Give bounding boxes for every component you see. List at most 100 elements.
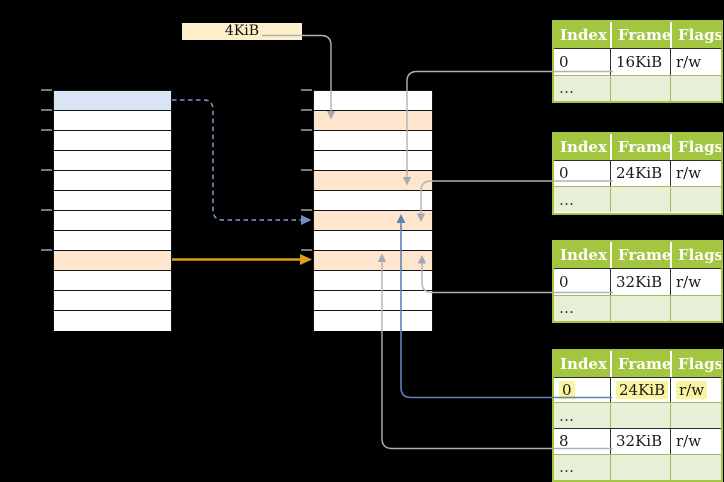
table-cell: … [554, 74, 610, 101]
table-cell: r/w [670, 159, 721, 187]
table-row: … [554, 186, 721, 213]
arrow-virtual-page-to-frame-dashed [172, 99, 312, 225]
tick-mark [41, 129, 52, 131]
tick-mark [41, 249, 52, 251]
physical-frame-row [314, 231, 432, 251]
virtual-page-row [54, 151, 171, 171]
virtual-page-row [54, 131, 171, 151]
table-cell: 0 [554, 159, 610, 187]
virtual-page-row [54, 311, 171, 331]
physical-frame-row [314, 211, 432, 231]
physical-memory-column [313, 90, 433, 331]
tick-mark [301, 169, 312, 171]
virtual-page-row [54, 191, 171, 211]
arrow-virtual-page-to-frame-orange [172, 254, 312, 265]
virtual-page-row [54, 271, 171, 291]
virtual-page-row [54, 171, 171, 191]
table-cell: 0 [554, 268, 610, 295]
column-header: Index [554, 351, 610, 377]
column-header: Index [554, 242, 610, 269]
physical-frame-row [314, 171, 432, 191]
highlighted-value: 0 [559, 381, 575, 400]
column-header: Frame [610, 133, 670, 160]
column-header: Frame [610, 351, 670, 377]
tick-mark [41, 169, 52, 171]
table-cell: 0 [554, 376, 610, 403]
physical-frame-row [314, 131, 432, 151]
table-cell: … [554, 402, 610, 429]
table-row: 0 24KiB r/w [554, 159, 721, 187]
column-header: Flags [670, 242, 721, 269]
physical-frame-row [314, 291, 432, 311]
table-cell: r/w [670, 48, 721, 75]
column-header: Index [554, 133, 610, 160]
physical-frame-row [314, 271, 432, 291]
table-header-row: Index Frame Flags [554, 22, 721, 49]
table-cell: 32KiB [610, 268, 670, 295]
virtual-memory-column [53, 90, 172, 331]
table-cell: 0 [554, 48, 610, 75]
tick-mark [301, 109, 312, 111]
column-header: Flags [670, 133, 721, 160]
tick-mark [301, 89, 312, 91]
table-cell [610, 402, 670, 429]
column-header: Flags [670, 351, 721, 377]
column-header: Flags [670, 22, 721, 49]
table-row: … [554, 294, 721, 321]
table-header-row: Index Frame Flags [554, 242, 721, 269]
table-cell [610, 186, 670, 213]
table-row: 0 16KiB r/w [554, 48, 721, 75]
virtual-page-row [54, 231, 171, 251]
tick-mark [41, 109, 52, 111]
table-cell: r/w [670, 376, 721, 403]
physical-frame-row [314, 91, 432, 111]
page-table-1: Index Frame Flags 0 16KiB r/w … [552, 20, 723, 103]
table-cell: 16KiB [610, 48, 670, 75]
table-row-highlighted: 0 24KiB r/w [554, 376, 721, 403]
physical-frame-row [314, 311, 432, 331]
table-cell [670, 74, 721, 101]
page-table-3: Index Frame Flags 0 32KiB r/w … [552, 240, 723, 323]
table-cell: 24KiB [610, 159, 670, 187]
table-header-row: Index Frame Flags [554, 351, 721, 377]
tick-mark [41, 89, 52, 91]
tick-mark [301, 249, 312, 251]
tick-mark [301, 209, 312, 211]
table-cell [670, 294, 721, 321]
physical-frame-row [314, 191, 432, 211]
physical-frame-row [314, 251, 432, 271]
table-cell [670, 402, 721, 429]
table-cell: … [554, 453, 610, 480]
table-cell: 24KiB [610, 376, 670, 403]
table-row: 8 32KiB r/w [554, 428, 721, 454]
table-cell [670, 453, 721, 480]
table-cell: 8 [554, 428, 610, 454]
column-header: Frame [610, 22, 670, 49]
table-cell: r/w [670, 428, 721, 454]
page-table-4: Index Frame Flags 0 24KiB r/w … 8 32KiB … [552, 349, 723, 482]
table-cell [670, 186, 721, 213]
table-row: … [554, 402, 721, 429]
virtual-page-row [54, 251, 171, 271]
column-header: Frame [610, 242, 670, 269]
virtual-page-row [54, 211, 171, 231]
frame-size-label: 4KiB [182, 23, 302, 40]
column-header: Index [554, 22, 610, 49]
table-cell: … [554, 186, 610, 213]
highlighted-value: 24KiB [616, 381, 669, 400]
table-cell [610, 74, 670, 101]
table-cell [610, 294, 670, 321]
highlighted-value: r/w [676, 381, 708, 400]
table-row: … [554, 453, 721, 480]
virtual-page-row [54, 91, 171, 111]
table-cell [610, 453, 670, 480]
table-row: 0 32KiB r/w [554, 268, 721, 295]
table-cell: … [554, 294, 610, 321]
table-cell: 32KiB [610, 428, 670, 454]
physical-frame-row [314, 111, 432, 131]
page-table-2: Index Frame Flags 0 24KiB r/w … [552, 131, 723, 215]
tick-mark [301, 129, 312, 131]
tick-mark [41, 209, 52, 211]
virtual-page-row [54, 291, 171, 311]
